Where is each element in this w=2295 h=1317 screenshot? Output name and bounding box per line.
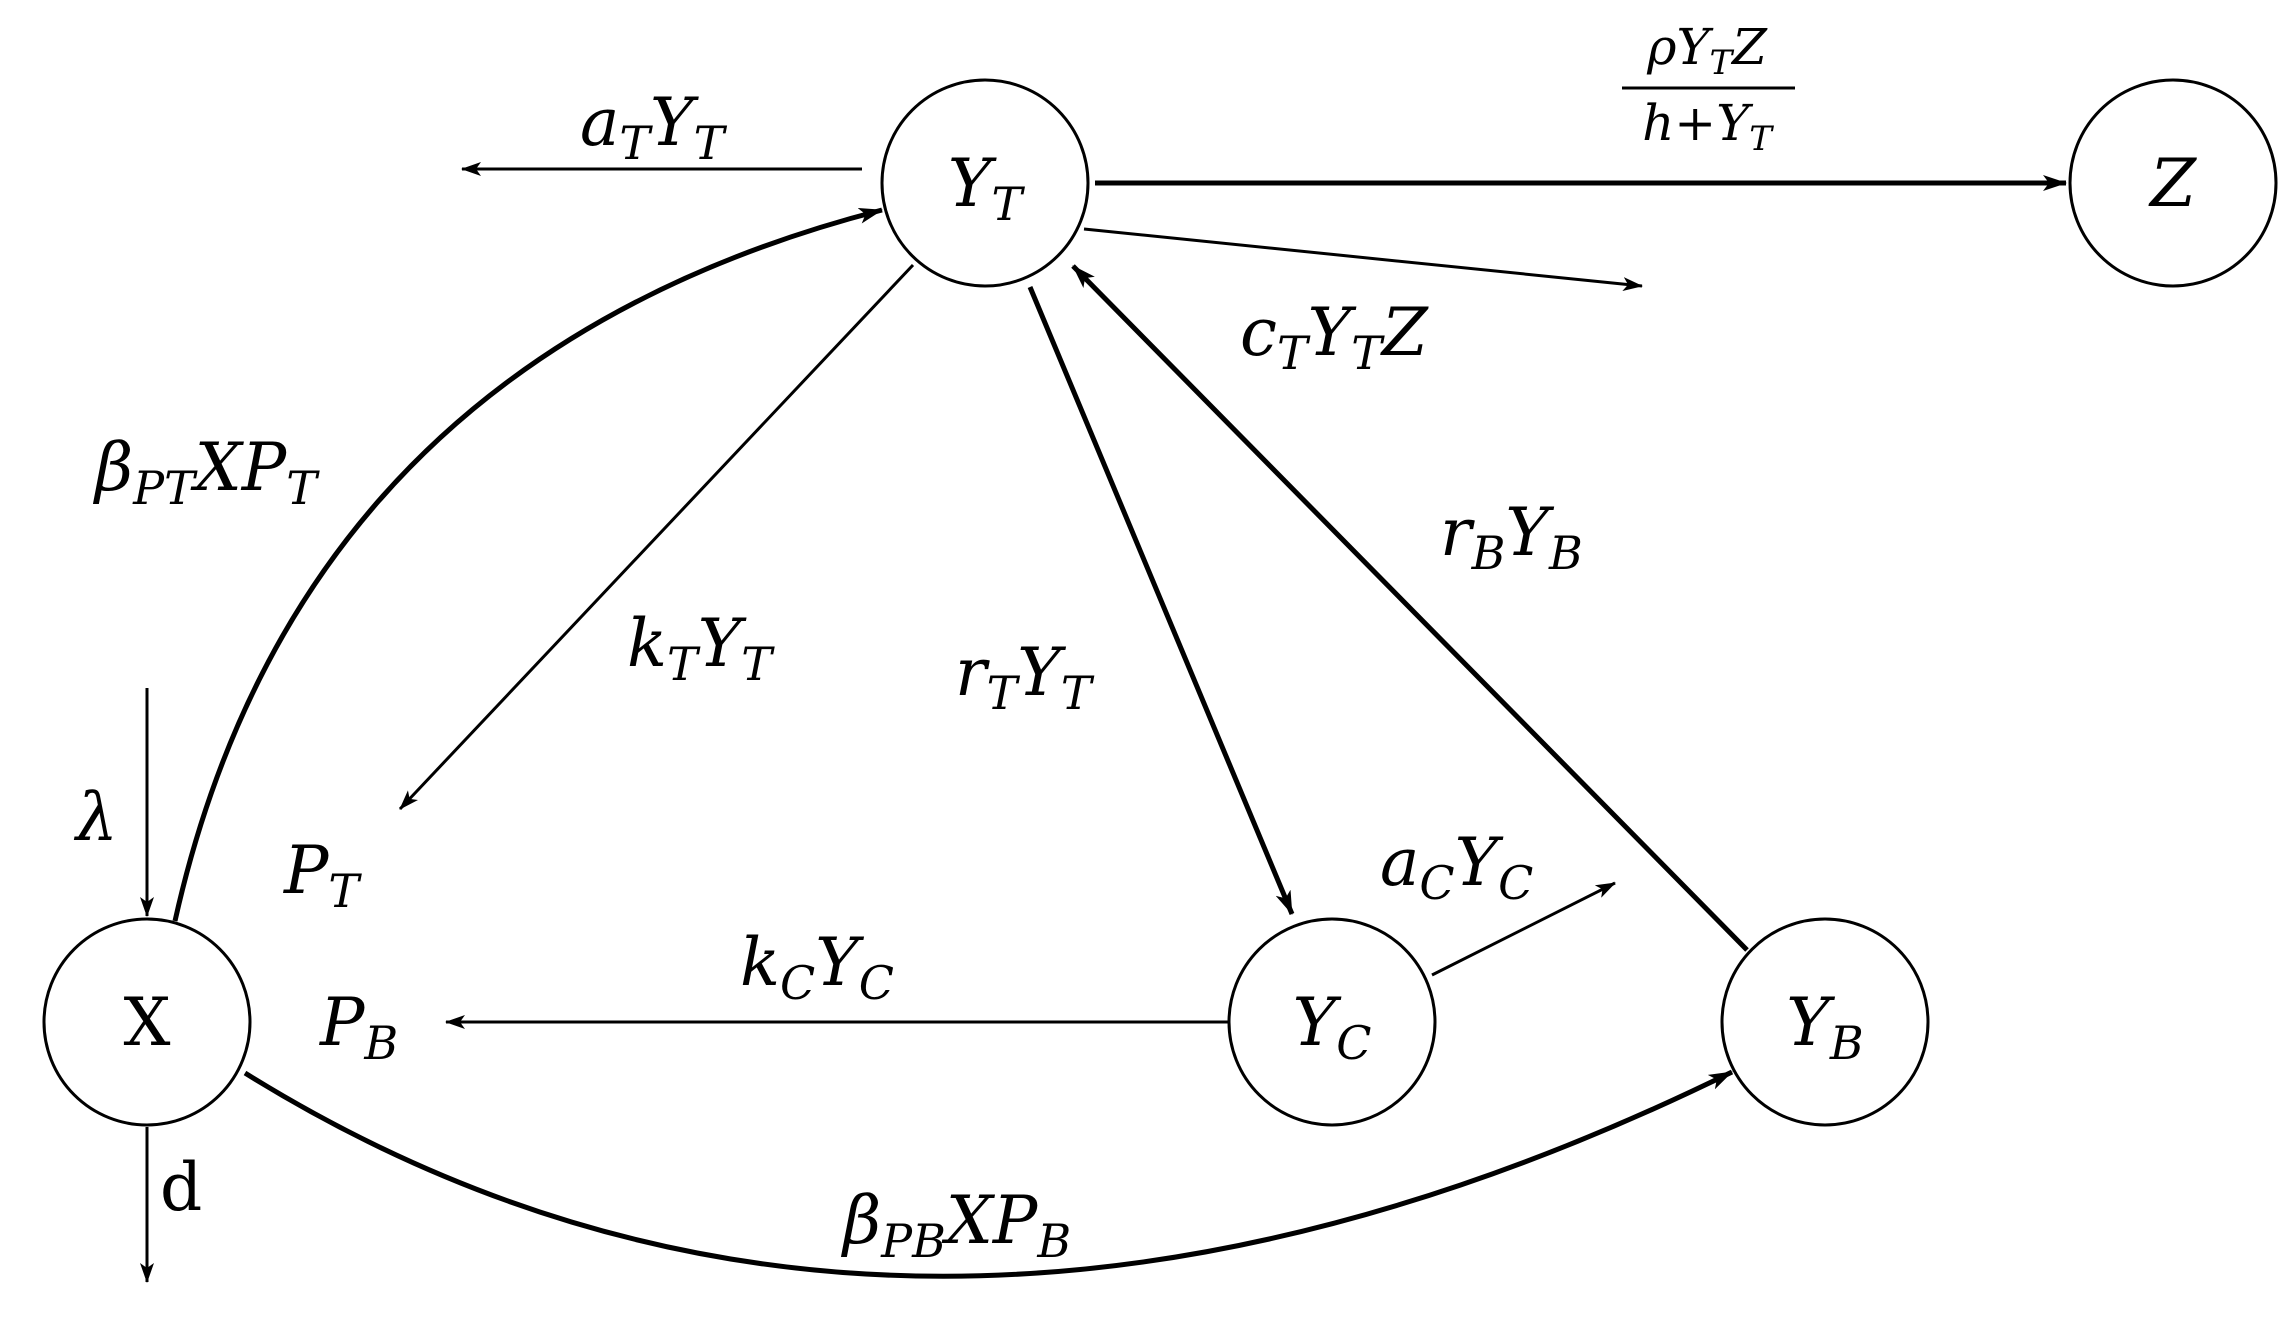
pool-pb-label: PB [319,984,398,1070]
label-rt-yt: rTYT [955,634,1095,720]
edge-x-to-yb-arrow [243,1069,1734,1279]
label-lambda: λ [73,779,118,856]
edge-yb-to-yt-arrow [1071,264,1749,952]
label-beta-pb: βPBXPB [840,1182,1071,1268]
label-predation-fraction: ρYTZ h+YT [1622,18,1795,159]
label-at-yt: aTYT [580,84,728,170]
label-ac-yc: aCYC [1380,824,1533,910]
fraction-denominator: h+YT [1642,94,1774,159]
node-yc-label: YC [1293,984,1372,1070]
edge-yt-grazing-arrow [1083,227,1643,292]
node-z: Z [2068,78,2278,288]
edge-yt-to-pt-arrow [398,263,915,811]
label-kc-yc: kCYC [740,924,894,1010]
label-d: d [160,1149,202,1226]
edge-yc-loss-arrow [1431,881,1616,977]
node-yt: YT [880,78,1090,288]
pool-pt-label: PT [283,832,362,918]
label-beta-pt: βPTXPT [92,429,320,515]
label-rb-yb: rBYB [1440,494,1583,580]
edge-x-to-yt-arrow [172,207,883,922]
node-yc: YC [1227,917,1437,1127]
node-yt-label: YT [948,145,1026,231]
node-yb: YB [1720,917,1930,1127]
label-kt-yt: kTYT [627,605,775,691]
node-z-label: Z [2148,145,2197,222]
fraction-numerator: ρYTZ [1646,18,1768,83]
node-x: X [42,917,252,1127]
label-ct-yt-z: cTYTZ [1240,294,1429,380]
node-x-label: X [124,984,171,1061]
edge-yt-to-yc-arrow [1027,286,1295,915]
node-yb-label: YB [1786,984,1863,1070]
